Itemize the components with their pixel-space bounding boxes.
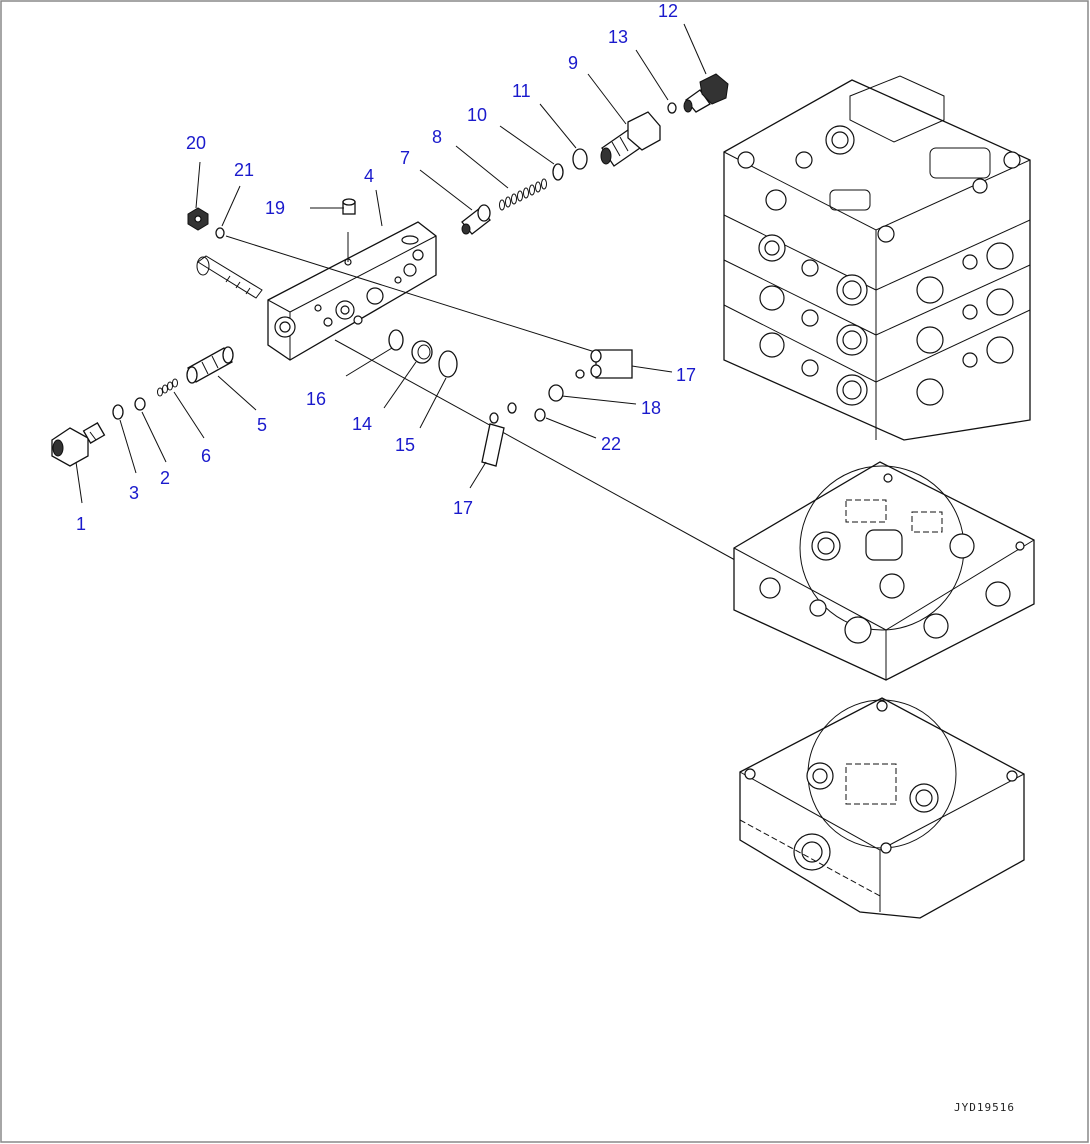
pin-part-17-lower xyxy=(481,402,517,467)
spring-part-6 xyxy=(157,378,178,397)
poppet-part-7 xyxy=(461,204,491,235)
callout-leaders xyxy=(75,23,707,504)
o-ring-part-3 xyxy=(112,404,124,420)
callout-12: 12 xyxy=(658,1,678,21)
o-ring-part-22 xyxy=(534,408,546,422)
plug-part-19 xyxy=(342,198,356,215)
callout-8: 8 xyxy=(432,127,442,147)
callout-6: 6 xyxy=(201,446,211,466)
spring-part-8 xyxy=(499,178,547,211)
o-ring-part-16 xyxy=(388,329,404,351)
callout-10: 10 xyxy=(467,105,487,125)
fitting-part-20 xyxy=(187,207,209,231)
cap-nut-part-12 xyxy=(683,73,729,113)
ring-part-10 xyxy=(552,163,564,181)
callout-17-lower: 17 xyxy=(453,498,473,518)
adjusting-screw-part-9 xyxy=(600,111,661,167)
callout-20: 20 xyxy=(186,133,206,153)
o-ring-part-2 xyxy=(134,397,146,411)
callout-17-upper: 17 xyxy=(676,365,696,385)
mounting-bolt xyxy=(196,255,263,299)
callout-7: 7 xyxy=(400,148,410,168)
valve-sleeve-part-5 xyxy=(186,346,234,384)
o-ring-part-18 xyxy=(548,384,564,402)
callout-14: 14 xyxy=(352,414,372,434)
callout-22: 22 xyxy=(601,434,621,454)
seal-part-15 xyxy=(438,350,458,378)
o-ring-part-11 xyxy=(572,148,588,170)
callout-5: 5 xyxy=(257,415,267,435)
callout-19: 19 xyxy=(265,198,285,218)
valve-section-bottom xyxy=(739,697,1025,919)
drawing-id: JYD19516 xyxy=(954,1101,1015,1114)
control-valve-stack xyxy=(723,75,1031,441)
callout-18: 18 xyxy=(641,398,661,418)
valve-block-part-4 xyxy=(267,221,437,361)
callout-3: 3 xyxy=(129,483,139,503)
o-ring-part-13 xyxy=(667,102,677,114)
valve-section-middle xyxy=(733,461,1035,681)
assembly-line-a xyxy=(225,235,596,353)
callout-15: 15 xyxy=(395,435,415,455)
plug-part-1 xyxy=(51,422,106,467)
callout-2: 2 xyxy=(160,468,170,488)
callout-13: 13 xyxy=(608,27,628,47)
assembly-line-b xyxy=(334,339,736,561)
callout-labels: 1 2 3 4 5 6 7 8 9 10 11 12 13 14 15 16 1… xyxy=(76,1,696,534)
callout-11: 11 xyxy=(512,81,531,101)
callout-4: 4 xyxy=(364,166,374,186)
callout-1: 1 xyxy=(76,514,86,534)
callout-9: 9 xyxy=(568,53,578,73)
callout-16: 16 xyxy=(306,389,326,409)
o-ring-part-21 xyxy=(215,227,225,239)
callout-21: 21 xyxy=(234,160,254,180)
pin-part-17-upper xyxy=(575,349,633,379)
seal-part-14 xyxy=(411,340,433,364)
